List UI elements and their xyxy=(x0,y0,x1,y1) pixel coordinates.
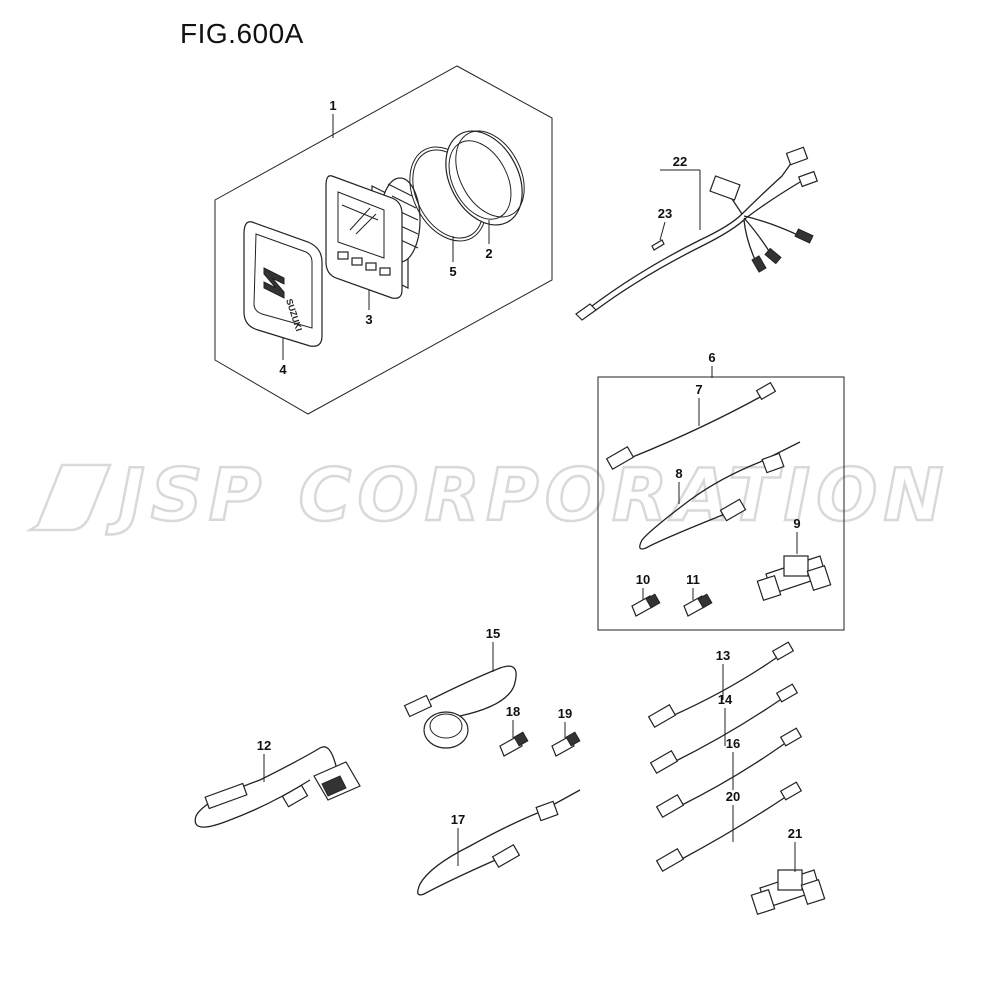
callout-9: 9 xyxy=(793,516,800,531)
leader-lines xyxy=(263,114,798,872)
part-10-terminator xyxy=(631,593,661,617)
watermark-text: JSP CORPORATION xyxy=(106,453,950,537)
callout-3: 3 xyxy=(365,312,372,327)
part-21-t-connector xyxy=(750,869,826,916)
part-4-bezel-cover: SUZUKI xyxy=(243,221,323,347)
part-17-power-cable xyxy=(417,789,581,896)
part-11-terminator xyxy=(683,593,713,617)
part-2-mounting-nut xyxy=(445,130,525,226)
callout-15: 15 xyxy=(486,626,500,641)
part-23-terminal xyxy=(651,239,665,251)
callout-16: 16 xyxy=(726,736,740,751)
callout-22: 22 xyxy=(673,154,687,169)
part-22-wiring-harness xyxy=(575,146,818,321)
part-12-interface-cable xyxy=(194,746,361,828)
part-19-terminator xyxy=(551,731,581,757)
part-8-power-cable xyxy=(639,441,801,550)
part-16-cable xyxy=(655,727,803,819)
callout-10: 10 xyxy=(636,572,650,587)
assembly-box-6 xyxy=(597,376,845,631)
callout-19: 19 xyxy=(558,706,572,721)
callout-20: 20 xyxy=(726,789,740,804)
callout-7: 7 xyxy=(695,382,702,397)
part-3-gauge-display xyxy=(325,175,421,299)
callout-18: 18 xyxy=(506,704,520,719)
callout-11: 11 xyxy=(686,572,700,587)
callout-12: 12 xyxy=(257,738,271,753)
callout-1: 1 xyxy=(329,98,336,113)
callout-17: 17 xyxy=(451,812,465,827)
assembly-box-1 xyxy=(214,65,553,415)
callout-labels: 1 2 3 4 5 6 7 8 9 10 11 12 13 14 15 16 1… xyxy=(257,98,802,841)
part-20-cable xyxy=(655,781,803,873)
callout-4: 4 xyxy=(279,362,287,377)
part-13-cable xyxy=(647,641,795,729)
callout-6: 6 xyxy=(708,350,715,365)
part-7-cable xyxy=(605,381,777,471)
part-15-sensor xyxy=(403,665,517,749)
callout-23: 23 xyxy=(658,206,672,221)
part-14-cable xyxy=(649,683,799,775)
part-18-terminator xyxy=(499,731,529,757)
figure-title: FIG.600A xyxy=(180,18,304,49)
callout-8: 8 xyxy=(675,466,682,481)
part-9-t-connector xyxy=(756,555,832,602)
callout-13: 13 xyxy=(716,648,730,663)
callout-5: 5 xyxy=(449,264,456,279)
watermark-logo-mark xyxy=(25,463,112,532)
callout-2: 2 xyxy=(485,246,492,261)
suzuki-s-logo-icon xyxy=(263,267,285,299)
callout-21: 21 xyxy=(788,826,802,841)
watermark: JSP CORPORATION xyxy=(25,452,950,538)
callout-14: 14 xyxy=(718,692,733,707)
